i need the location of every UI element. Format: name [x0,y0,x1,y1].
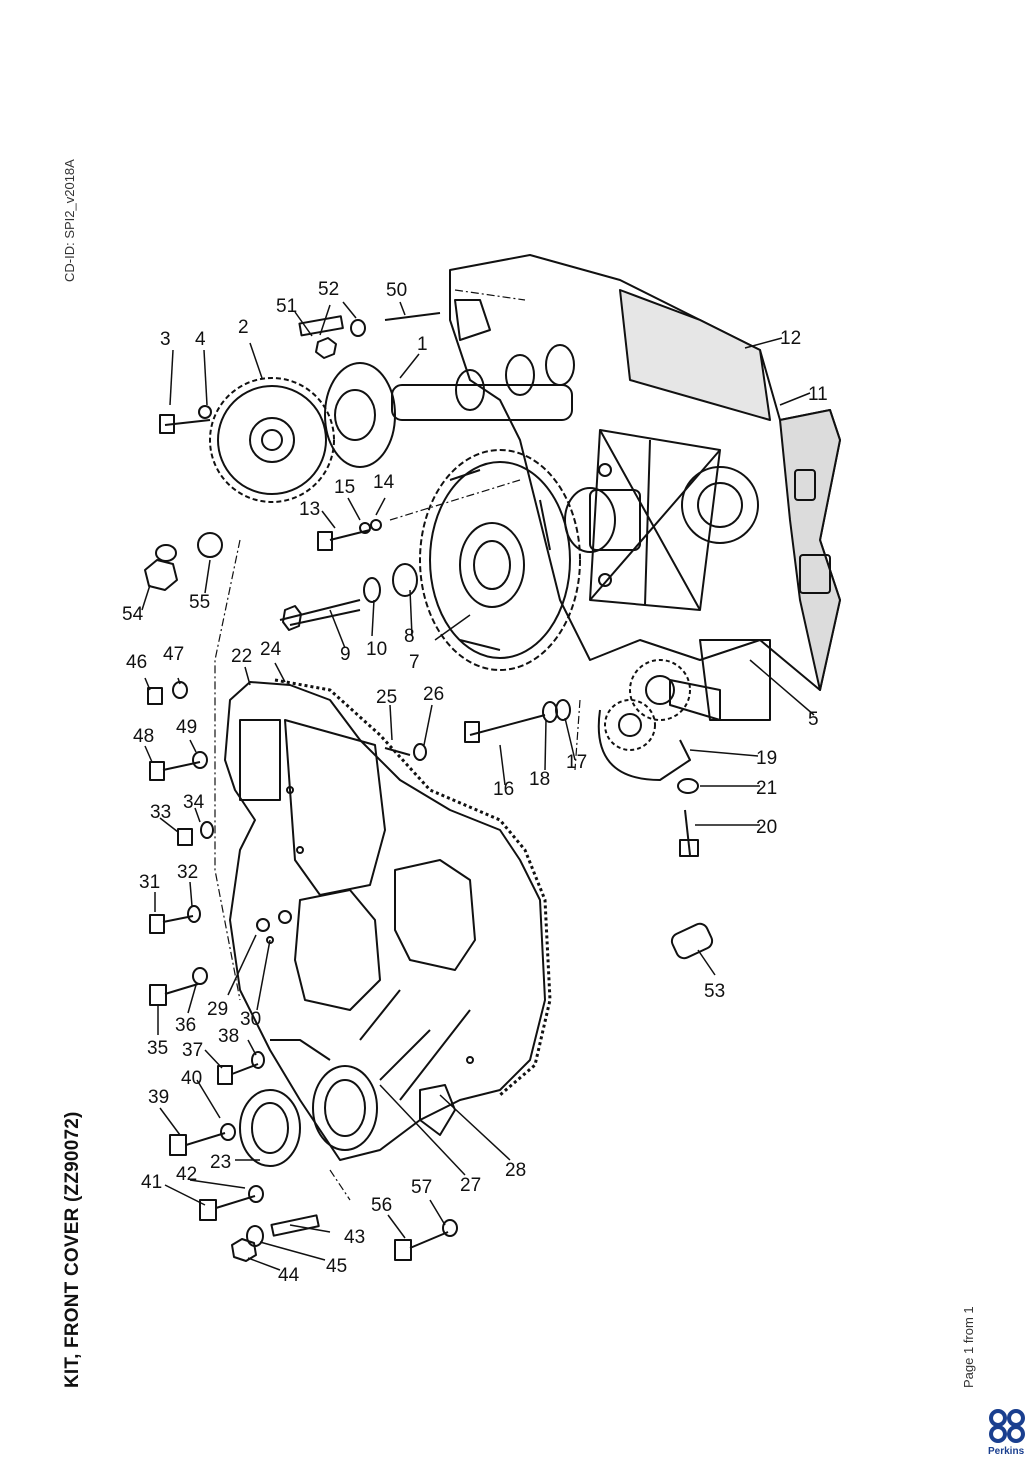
callout-42: 42 [176,1164,197,1185]
fasteners [144,312,714,1262]
callout-12: 12 [780,328,801,349]
callout-14: 14 [373,472,395,493]
callout-5: 5 [808,709,819,730]
callout-31: 31 [139,872,160,893]
callout-43: 43 [344,1227,365,1248]
callout-51: 51 [276,296,297,317]
crankshaft-gear [597,659,691,781]
camshaft-gear [209,377,335,503]
callout-41: 41 [141,1172,162,1193]
callout-47: 47 [163,644,184,665]
callout-1: 1 [417,334,428,355]
callout-13: 13 [299,499,320,520]
callout-2: 2 [238,317,249,338]
callout-18: 18 [529,769,550,790]
callout-48: 48 [133,726,154,747]
callout-9: 9 [340,644,351,665]
callout-44: 44 [278,1265,300,1286]
callout-20: 20 [756,817,777,838]
callout-32: 32 [177,862,198,883]
callout-16: 16 [493,779,514,800]
callout-33: 33 [150,802,171,823]
idler-hub [564,487,641,553]
callout-19: 19 [756,748,777,769]
callout-38: 38 [218,1026,239,1047]
callout-40: 40 [181,1068,202,1089]
callout-34: 34 [183,792,205,813]
callout-28: 28 [505,1160,526,1181]
callout-56: 56 [371,1195,392,1216]
callout-labels: 1 2 3 4 5 7 8 9 10 11 12 13 14 15 16 17 … [122,279,828,1286]
callout-17: 17 [566,752,587,773]
alignment-lines [214,289,581,1201]
callout-22: 22 [231,646,252,667]
callout-35: 35 [147,1038,168,1059]
callout-29: 29 [207,999,228,1020]
callout-52: 52 [318,279,339,300]
callout-37: 37 [182,1040,203,1061]
callout-50: 50 [386,280,407,301]
callout-49: 49 [176,717,197,738]
callout-11: 11 [808,384,828,405]
perkins-logo-icon [989,1409,1025,1443]
callout-39: 39 [148,1087,169,1108]
callout-3: 3 [160,329,171,350]
callout-36: 36 [175,1015,196,1036]
callout-15: 15 [334,477,355,498]
camshaft [324,344,575,468]
callout-26: 26 [423,684,444,705]
callout-54: 54 [122,604,144,625]
callout-4: 4 [195,329,206,350]
timing-case-housing [449,254,841,721]
callout-24: 24 [260,639,282,660]
callout-25: 25 [376,687,397,708]
front-timing-cover [224,678,552,1161]
callout-53: 53 [704,981,725,1002]
crank-seal [239,1065,378,1167]
callout-55: 55 [189,592,210,613]
callout-45: 45 [326,1256,347,1277]
callout-8: 8 [404,626,415,647]
idler-gear [419,449,581,671]
callout-7: 7 [409,652,420,673]
callout-46: 46 [126,652,147,673]
callout-27: 27 [460,1175,481,1196]
brand-name: Perkins [988,1446,1025,1457]
callout-30: 30 [240,1009,261,1030]
callout-23: 23 [210,1152,231,1173]
callout-57: 57 [411,1177,432,1198]
leader-lines [141,301,815,1271]
callout-10: 10 [366,639,387,660]
callout-21: 21 [756,778,777,799]
